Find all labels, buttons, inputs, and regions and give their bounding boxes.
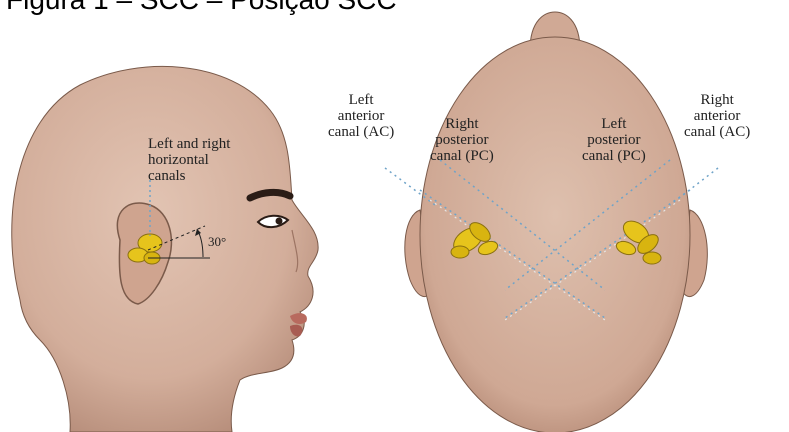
- top-head-figure: [385, 12, 718, 432]
- label-horizontal-canals: Left and right horizontal canals: [148, 136, 230, 184]
- label-right-posterior-canal: Right posterior canal (PC): [430, 116, 494, 164]
- label-angle-30: 30°: [208, 234, 226, 250]
- figure-caption: Figura 1 – SCC – Posição SCC: [6, 0, 397, 14]
- label-left-posterior-canal: Left posterior canal (PC): [582, 116, 646, 164]
- side-head-figure: [12, 66, 318, 432]
- label-right-anterior-canal: Right anterior canal (AC): [684, 92, 750, 140]
- label-left-anterior-canal: Left anterior canal (AC): [328, 92, 394, 140]
